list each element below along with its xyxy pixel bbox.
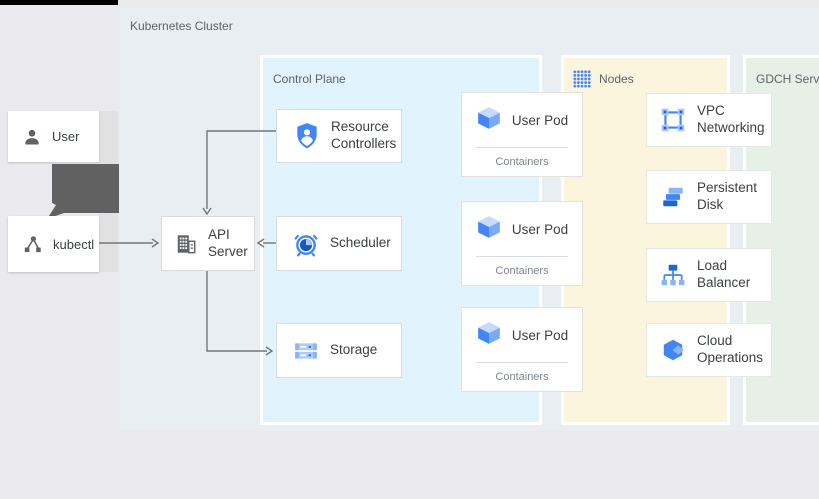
- vpc-networking-label: VPC Networking: [697, 103, 765, 135]
- user-pod-card: User Pod Containers: [461, 201, 583, 286]
- api-server-card: API Server: [161, 216, 255, 271]
- storage-card: Storage: [276, 323, 402, 378]
- scheduler-label: Scheduler: [330, 235, 391, 251]
- containers-label: Containers: [495, 156, 549, 168]
- control-plane-label: Control Plane: [273, 72, 346, 86]
- gray-strip: [99, 111, 118, 272]
- vpc-networking-card: VPC Networking: [646, 93, 772, 147]
- pod-divider: [476, 362, 568, 363]
- resource-controllers-label: Resource Controllers: [331, 119, 397, 151]
- user-card: User: [8, 111, 99, 162]
- cube-icon: [476, 320, 502, 351]
- persistent-disk-card: Persistent Disk: [646, 170, 772, 224]
- person-icon: [22, 127, 42, 147]
- containers-label: Containers: [495, 371, 549, 383]
- load-balancer-icon: [660, 262, 686, 288]
- storage-label: Storage: [330, 342, 378, 358]
- shield-person-icon: [294, 122, 320, 150]
- user-pod-card: User Pod Containers: [461, 92, 583, 177]
- storage-disks-icon: [293, 338, 319, 364]
- cloud-operations-label: Cloud Operations: [697, 333, 764, 365]
- cube-icon: [476, 214, 502, 245]
- alarm-clock-icon: [293, 231, 319, 257]
- vpc-icon: [660, 107, 686, 133]
- cloud-ops-icon: [660, 337, 686, 363]
- scheduler-card: Scheduler: [276, 216, 402, 271]
- cluster-label: Kubernetes Cluster: [130, 19, 233, 33]
- gdch-services-label: GDCH Services: [756, 72, 819, 86]
- cloud-operations-card: Cloud Operations: [646, 323, 772, 377]
- pod-divider: [476, 256, 568, 257]
- fork-nodes-icon: [22, 234, 43, 255]
- load-balancer-card: Load Balancer: [646, 248, 772, 302]
- cube-icon: [476, 105, 502, 136]
- kubectl-card: kubectl: [8, 216, 99, 272]
- pod-label: User Pod: [511, 112, 569, 128]
- resource-controllers-card: Resource Controllers: [276, 109, 402, 163]
- user-pod-card: User Pod Containers: [461, 307, 583, 392]
- pod-divider: [476, 147, 568, 148]
- dot-grid-icon: [573, 70, 591, 88]
- pod-label: User Pod: [511, 221, 569, 237]
- persistent-disk-label: Persistent Disk: [697, 180, 758, 212]
- containers-label: Containers: [495, 265, 549, 277]
- load-balancer-label: Load Balancer: [697, 258, 751, 290]
- pod-label: User Pod: [511, 327, 569, 343]
- persistent-disk-icon: [660, 184, 686, 210]
- kubectl-label: kubectl: [53, 236, 95, 252]
- building-icon: [175, 233, 197, 255]
- user-label: User: [52, 129, 80, 144]
- top-black-bar: [0, 0, 118, 5]
- api-server-label: API Server: [208, 226, 248, 259]
- nodes-label: Nodes: [599, 72, 634, 86]
